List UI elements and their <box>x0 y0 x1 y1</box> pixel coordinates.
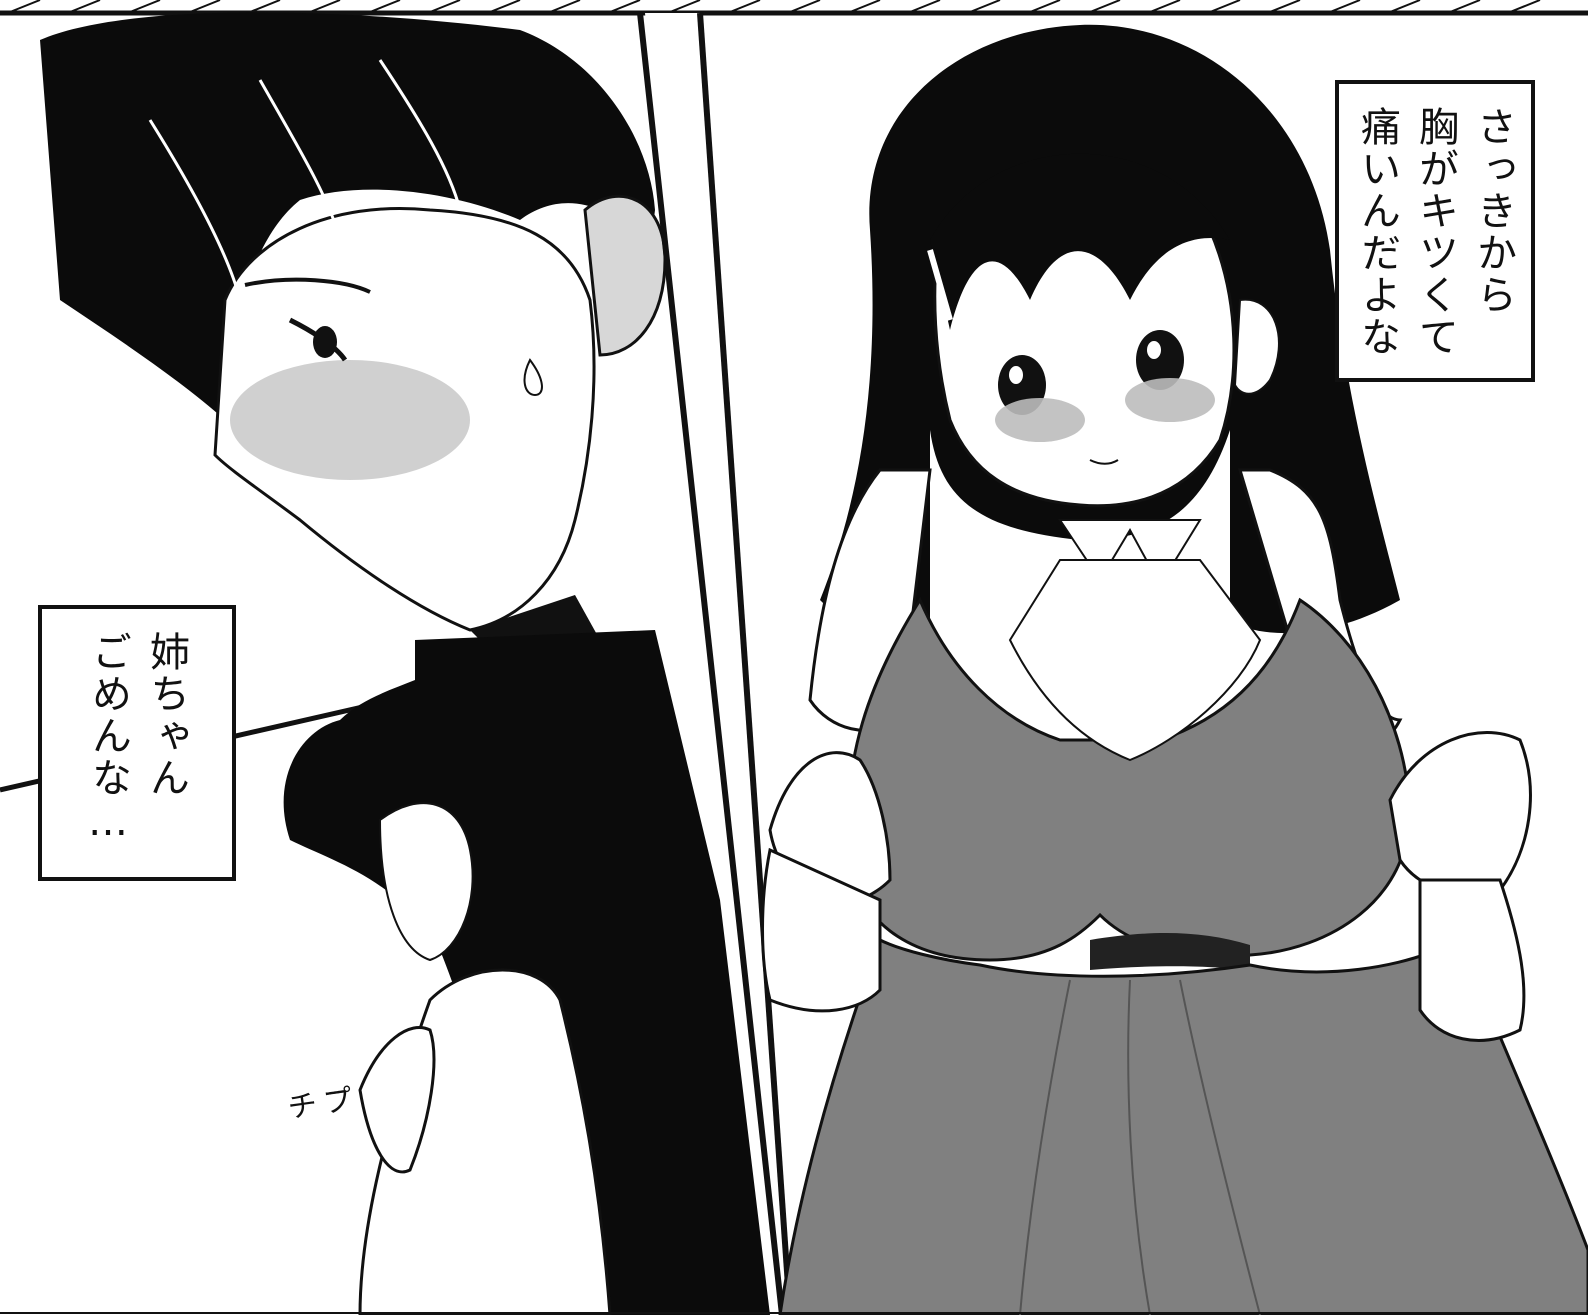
caption-right-line-3: 痛いんだよな <box>1354 106 1400 358</box>
caption-left-line-2: ごめんな… <box>85 631 131 847</box>
sound-effect-char-2: チ <box>279 1088 319 1123</box>
caption-right-line-1: さっきから <box>1470 106 1516 316</box>
girl-panel <box>761 24 1588 1315</box>
caption-box-left: 姉ちゃん ごめんな… <box>38 605 236 881</box>
top-border-strip <box>0 0 1588 16</box>
lower-left-panel <box>283 630 770 1315</box>
caption-left-line-1: 姉ちゃん <box>143 631 189 799</box>
boy-face-panel <box>40 12 667 640</box>
caption-right-line-2: 胸がキツくて <box>1412 106 1458 358</box>
caption-box-right: さっきから 胸がキツくて 痛いんだよな <box>1335 80 1535 382</box>
sound-effect-char-1: プ <box>314 1083 354 1118</box>
